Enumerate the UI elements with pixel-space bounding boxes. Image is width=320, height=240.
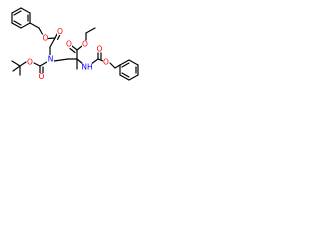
- bond-ester-o-double-b: [69, 47, 76, 54]
- bond-ester-o-double-a: [71, 45, 78, 51]
- benzene-ring-right: [119, 59, 139, 81]
- atom-label-nitrogen-carbamate: NH: [81, 63, 92, 72]
- bond-carbonyl-ch2: [49, 37, 56, 48]
- atom-label-oxygen-cbz-carbonyl: O: [97, 45, 103, 54]
- bond-o-ch2-cbz: [109, 62, 116, 69]
- atom-label-nitrogen-amine: N: [48, 55, 54, 64]
- bond-ethyl: [85, 27, 96, 34]
- bond-carbonyl-o-double-a: [54, 33, 58, 39]
- atom-label-oxygen-cbz-ether: O: [103, 58, 109, 67]
- bond-ester-o-single: [76, 45, 83, 51]
- atom-label-oxygen-carbonyl-benzyl: O: [57, 27, 63, 36]
- atom-label-oxygen-boc-ether: O: [27, 58, 33, 67]
- bond-o-tbu: [19, 61, 27, 67]
- atom-label-layer: O O N O O O O NH O O: [27, 27, 109, 81]
- bond-n-boc: [39, 61, 48, 67]
- atom-label-oxygen-ethyl-carbonyl: O: [66, 40, 72, 49]
- bond-ch2-ring-cbz: [114, 64, 121, 69]
- bond-carbonyl-o-double-b: [56, 34, 61, 41]
- bond-ring-ch2: [29, 22, 40, 29]
- bond-o-carbonyl: [47, 37, 56, 40]
- bond-boc-o-single: [33, 62, 41, 67]
- bond-cbz-o-single: [97, 58, 104, 62]
- bond-layer: [11, 7, 139, 81]
- bond-tbu-me3: [12, 65, 21, 72]
- bond-nh-cbz: [90, 58, 99, 65]
- bond-tbu-me1: [11, 60, 21, 67]
- atom-label-oxygen-boc-carbonyl: O: [39, 72, 45, 81]
- chemical-structure-diagram: O O N O O O O NH O O: [11, 7, 139, 81]
- atom-label-oxygen-ester-benzyl: O: [43, 34, 49, 43]
- bond-n-ch2-right: [53, 58, 69, 62]
- atom-label-oxygen-ethyl-ether: O: [82, 40, 88, 49]
- benzene-ring-top: [11, 7, 31, 29]
